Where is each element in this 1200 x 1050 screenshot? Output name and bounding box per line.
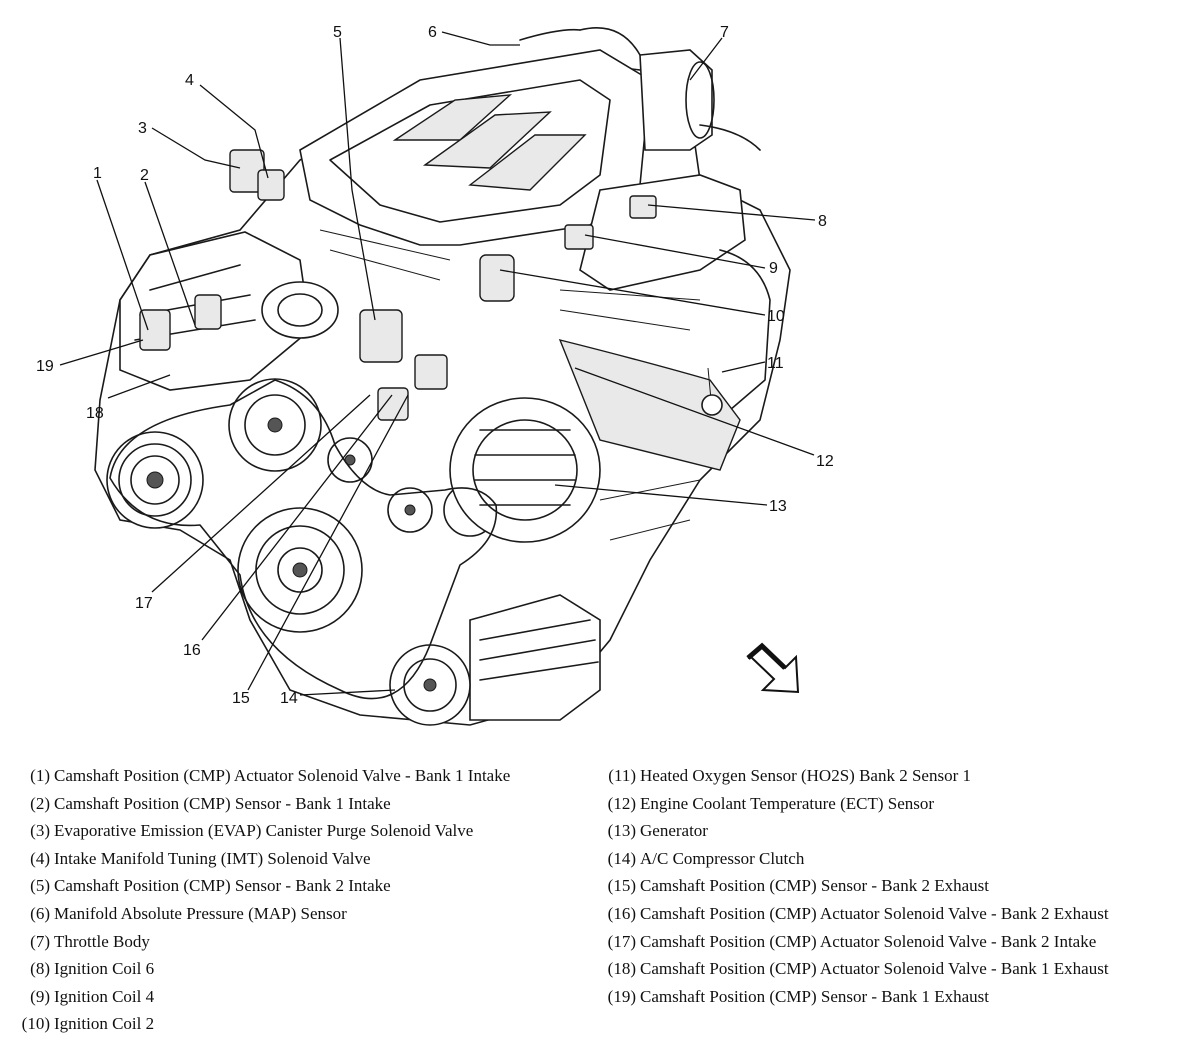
legend-label: Ignition Coil 2	[54, 1014, 155, 1034]
legend-label: Engine Coolant Temperature (ECT) Sensor	[640, 793, 935, 813]
callout-13: 13	[769, 498, 787, 515]
callout-14: 14	[280, 690, 298, 707]
legend-label: A/C Compressor Clutch	[640, 848, 805, 868]
legend-label: Manifold Absolute Pressure (MAP) Sensor	[54, 903, 347, 923]
engine-illustration	[94, 26, 791, 726]
legend-item: (11)Heated Oxygen Sensor (HO2S) Bank 2 S…	[608, 766, 971, 785]
component-legend: (1)Camshaft Position (CMP) Actuator Sole…	[0, 762, 1200, 1042]
callout-15: 15	[232, 690, 250, 707]
callout-17: 17	[135, 595, 153, 612]
legend-item: (4)Intake Manifold Tuning (IMT) Solenoid…	[30, 848, 371, 868]
legend-item: (19)Camshaft Position (CMP) Sensor - Ban…	[607, 986, 989, 1006]
legend-label: Camshaft Position (CMP) Actuator Solenoi…	[640, 959, 1109, 979]
legend-label: Camshaft Position (CMP) Actuator Solenoi…	[640, 903, 1109, 923]
callout-19: 19	[36, 358, 54, 375]
callout-2: 2	[140, 167, 149, 184]
legend-item: (16)Camshaft Position (CMP) Actuator Sol…	[607, 903, 1109, 923]
callout-11: 11	[767, 355, 784, 372]
callout-4: 4	[185, 72, 194, 89]
legend-label: Ignition Coil 4	[54, 986, 155, 1006]
legend-label: Camshaft Position (CMP) Sensor - Bank 1 …	[54, 793, 391, 813]
legend-label: Camshaft Position (CMP) Sensor - Bank 2 …	[640, 876, 989, 896]
callout-18: 18	[86, 405, 104, 422]
callout-12: 12	[816, 453, 834, 470]
legend-item: (2)Camshaft Position (CMP) Sensor - Bank…	[30, 793, 391, 813]
legend-item: (6)Manifold Absolute Pressure (MAP) Sens…	[30, 903, 347, 923]
engine-component-diagram: 1 2 3 4 5 6 7 8 9 10 11 12 13 14 15 16 1…	[36, 24, 834, 726]
callout-leaders	[59, 31, 816, 696]
legend-column-right: (11)Heated Oxygen Sensor (HO2S) Bank 2 S…	[598, 762, 1198, 1010]
legend-item: (14)A/C Compressor Clutch	[607, 848, 805, 868]
callout-6: 6	[428, 24, 437, 41]
legend-item: (13)Generator	[607, 821, 708, 841]
legend-item: (17)Camshaft Position (CMP) Actuator Sol…	[607, 931, 1097, 951]
front-direction-arrow-icon	[746, 642, 800, 694]
legend-label: Ignition Coil 6	[54, 959, 155, 979]
legend-label: Throttle Body	[54, 931, 150, 951]
callout-numbers: 1 2 3 4 5 6 7 8 9 10 11 12 13 14 15 16 1…	[36, 24, 834, 707]
legend-item: (3)Evaporative Emission (EVAP) Canister …	[30, 821, 474, 841]
legend-item: (8)Ignition Coil 6	[30, 959, 155, 979]
callout-3: 3	[138, 120, 147, 137]
callout-10: 10	[767, 308, 785, 325]
legend-item: (10)Ignition Coil 2	[21, 1014, 155, 1034]
legend-label: Camshaft Position (CMP) Sensor - Bank 2 …	[54, 876, 391, 896]
legend-item: (12)Engine Coolant Temperature (ECT) Sen…	[607, 793, 935, 813]
callout-7: 7	[720, 24, 729, 41]
legend-label: Camshaft Position (CMP) Actuator Solenoi…	[640, 931, 1097, 951]
legend-label: Camshaft Position (CMP) Actuator Solenoi…	[54, 766, 511, 785]
callout-1: 1	[93, 165, 102, 182]
legend-item: (7)Throttle Body	[30, 931, 150, 951]
legend-label: Evaporative Emission (EVAP) Canister Pur…	[54, 821, 474, 841]
callout-5: 5	[333, 24, 342, 41]
legend-item: (9)Ignition Coil 4	[30, 986, 155, 1006]
legend-item: (5)Camshaft Position (CMP) Sensor - Bank…	[30, 876, 391, 896]
legend-item: (1)Camshaft Position (CMP) Actuator Sole…	[30, 766, 511, 785]
legend-label: Intake Manifold Tuning (IMT) Solenoid Va…	[54, 848, 371, 868]
callout-9: 9	[769, 260, 778, 277]
legend-column-left: (1)Camshaft Position (CMP) Actuator Sole…	[10, 762, 590, 1038]
legend-label: Generator	[640, 821, 708, 841]
callout-16: 16	[183, 642, 201, 659]
legend-item: (18)Camshaft Position (CMP) Actuator Sol…	[607, 959, 1109, 979]
legend-label: Camshaft Position (CMP) Sensor - Bank 1 …	[640, 986, 989, 1006]
callout-8: 8	[818, 213, 827, 230]
legend-label: Heated Oxygen Sensor (HO2S) Bank 2 Senso…	[640, 766, 971, 785]
legend-item: (15)Camshaft Position (CMP) Sensor - Ban…	[607, 876, 989, 896]
